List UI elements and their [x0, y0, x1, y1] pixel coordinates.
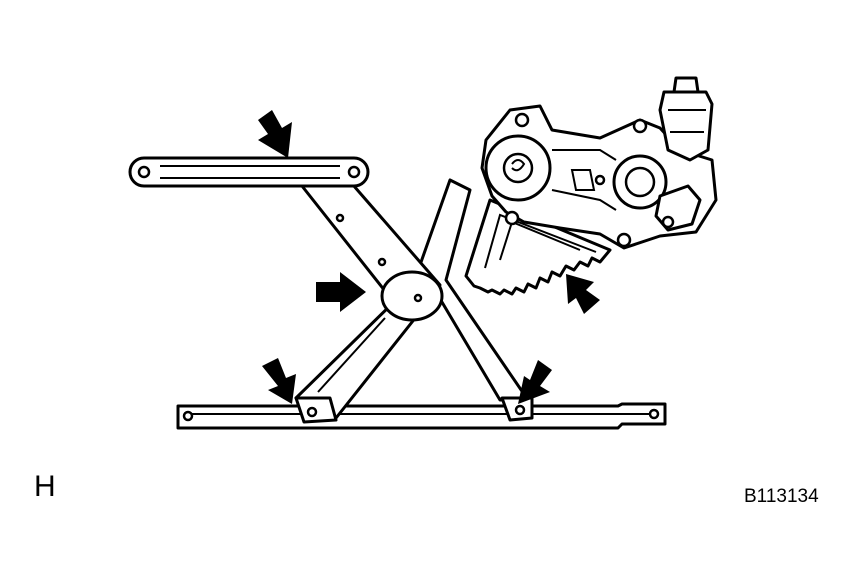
arrow-gear-sector — [566, 274, 600, 314]
arrow-upper-rail — [258, 110, 292, 158]
arrow-lower-right — [518, 360, 552, 404]
arrow-lower-left — [262, 358, 296, 404]
view-label: H — [34, 470, 56, 503]
upper-rail — [128, 156, 370, 188]
lower-rail — [176, 402, 667, 430]
figure-code: B113134 — [744, 486, 819, 507]
center-pivot — [380, 270, 444, 322]
arrow-center-pivot — [316, 272, 366, 312]
motor — [654, 76, 714, 232]
